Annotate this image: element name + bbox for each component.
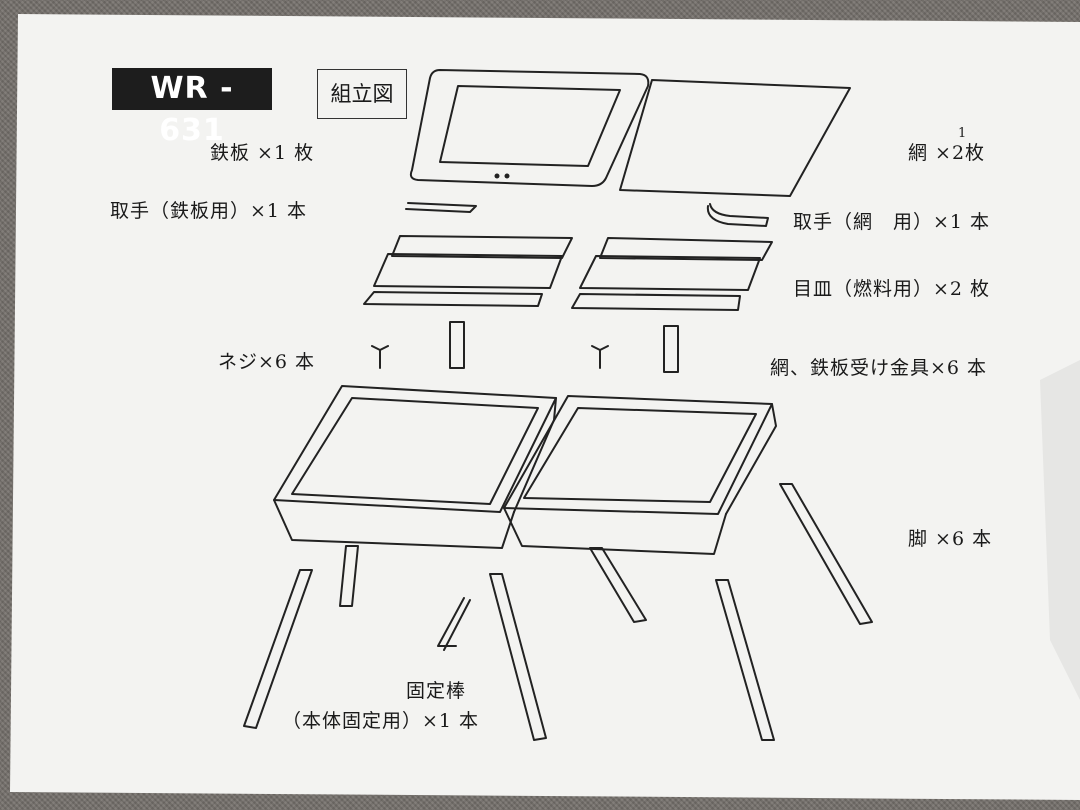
label-grill-net-correction: 1 bbox=[958, 126, 967, 141]
label-grill-net: 網 ×2枚 bbox=[908, 142, 986, 164]
label-support-brackets: 網、鉄板受け金具×6 本 bbox=[770, 357, 988, 379]
grill-net bbox=[619, 79, 851, 197]
bracket-right bbox=[663, 325, 679, 373]
iron-plate-handle bbox=[405, 202, 477, 213]
screw-left bbox=[371, 345, 389, 369]
iron-plate bbox=[409, 69, 650, 187]
screw-right bbox=[591, 345, 609, 369]
label-net-handle: 取手（網 用）×1 本 bbox=[793, 211, 991, 233]
net-handle bbox=[706, 203, 769, 227]
label-iron-plate: 鉄板 ×1 枚 bbox=[210, 142, 315, 164]
label-fixing-rod: 固定棒 bbox=[406, 680, 467, 702]
label-screws: ネジ×6 本 bbox=[218, 351, 316, 373]
label-iron-plate-handle: 取手（鉄板用）×1 本 bbox=[110, 200, 308, 222]
bracket-left bbox=[449, 321, 465, 369]
legs bbox=[243, 483, 873, 741]
fuel-grate-right bbox=[571, 237, 773, 311]
body-left bbox=[273, 385, 557, 549]
label-fuel-grate: 目皿（燃料用）×2 枚 bbox=[793, 278, 991, 300]
label-legs: 脚 ×6 本 bbox=[908, 528, 993, 550]
diagram-title: 組立図 bbox=[317, 69, 407, 119]
fuel-grate-left bbox=[363, 235, 573, 307]
label-fixing-rod-sub: （本体固定用）×1 本 bbox=[282, 710, 480, 732]
model-number: WR - 631 bbox=[112, 68, 272, 148]
body-right bbox=[503, 395, 777, 555]
fixing-rod bbox=[437, 597, 471, 651]
